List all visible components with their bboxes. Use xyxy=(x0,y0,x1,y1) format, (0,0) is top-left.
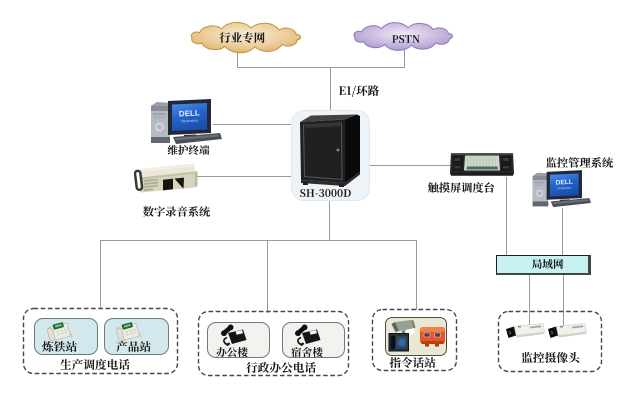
svg-text:DELL: DELL xyxy=(179,108,200,118)
svg-text:DELL: DELL xyxy=(555,179,572,187)
svg-text:Dimension: Dimension xyxy=(181,119,198,124)
svg-text:Dimension: Dimension xyxy=(557,186,571,191)
